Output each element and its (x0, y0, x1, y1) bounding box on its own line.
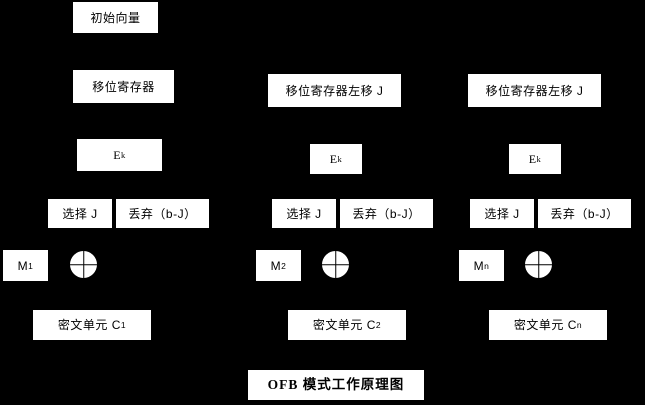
encrypt-function-label-3: E (528, 152, 537, 166)
discard-box-2: 丢弃（b-J） (340, 199, 433, 228)
ciphertext-label-2: 密文单元 C (312, 318, 376, 332)
ciphertext-label-1: 密文单元 C (57, 318, 121, 332)
shift-register-box-1: 移位寄存器 (73, 70, 174, 103)
shift-register-label-2: 移位寄存器左移 J (285, 83, 384, 98)
encrypt-function-label-2: E (329, 152, 338, 166)
select-label-1: 选择 J (62, 206, 98, 221)
xor-operator-icon-1 (70, 251, 97, 278)
discard-box-1: 丢弃（b-J） (116, 199, 209, 228)
diagram-title-label: OFB 模式工作原理图 (267, 377, 405, 393)
select-label-3: 选择 J (484, 206, 520, 221)
initial-vector-label: 初始向量 (90, 10, 141, 25)
discard-label-3: 丢弃（b-J） (550, 206, 619, 221)
xor-operator-icon-2 (322, 251, 349, 278)
select-label-2: 选择 J (286, 206, 322, 221)
discard-label-2: 丢弃（b-J） (352, 206, 421, 221)
select-box-3: 选择 J (470, 199, 534, 228)
encrypt-function-label-1: E (113, 148, 122, 162)
message-label-1: M (17, 258, 29, 273)
diagram-title-box: OFB 模式工作原理图 (248, 370, 424, 400)
discard-box-3: 丢弃（b-J） (538, 199, 631, 228)
initial-vector-box: 初始向量 (73, 2, 158, 33)
message-label-2: M (270, 258, 282, 273)
ciphertext-label-3: 密文单元 C (513, 318, 577, 332)
shift-register-box-3: 移位寄存器左移 J (468, 74, 601, 107)
shift-register-box-2: 移位寄存器左移 J (268, 74, 401, 107)
shift-register-label-3: 移位寄存器左移 J (485, 83, 584, 98)
select-box-2: 选择 J (272, 199, 336, 228)
shift-register-label-1: 移位寄存器 (92, 79, 155, 94)
discard-label-1: 丢弃（b-J） (128, 206, 197, 221)
select-box-1: 选择 J (48, 199, 112, 228)
message-label-3: M (473, 258, 485, 273)
xor-operator-icon-3 (525, 251, 552, 278)
